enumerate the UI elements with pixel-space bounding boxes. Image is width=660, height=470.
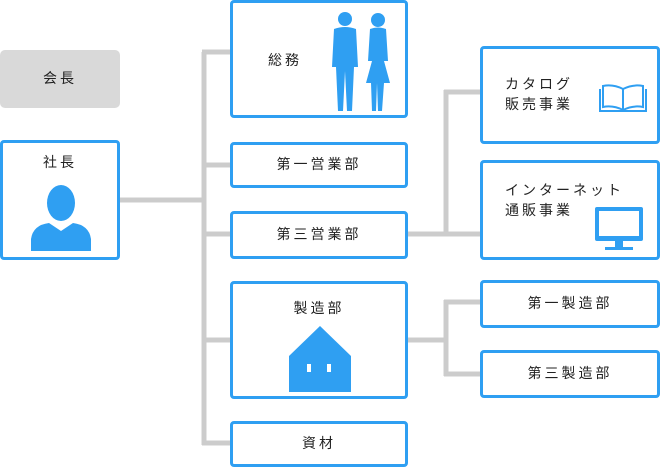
sales-dept-1-label: 第一営業部 [276,157,362,173]
factory-dept-1-label: 第一製造部 [527,296,613,312]
catalog-business-node: カタログ 販売事業 [480,46,660,144]
materials-node: 資材 [230,421,408,467]
manufacturing-label: 製造部 [293,301,345,317]
monitor-icon [595,207,643,250]
factory-house-icon [289,326,351,392]
factory-dept-1-node: 第一製造部 [480,280,660,328]
internet-business-node: インターネット 通販事業 [480,160,660,260]
sales-dept-1-node: 第一営業部 [230,142,408,188]
sales-dept-3-node: 第三営業部 [230,211,408,259]
chairman-node: 会長 [0,50,120,108]
manufacturing-node: 製造部 [230,281,408,399]
factory-dept-3-label: 第三製造部 [527,366,613,382]
internet-business-label: インターネット 通販事業 [505,183,624,219]
person-silhouette-icon [31,185,91,251]
general-affairs-node: 総務 [230,0,408,118]
president-label: 社長 [43,155,77,171]
president-node: 社長 [0,140,120,260]
factory-dept-3-node: 第三製造部 [480,350,660,398]
materials-label: 資材 [302,436,336,452]
business-people-icon [332,12,390,111]
catalog-business-label: カタログ 販売事業 [505,77,573,113]
chairman-label: 会長 [43,71,77,87]
general-affairs-label: 総務 [268,53,302,69]
open-book-icon [599,84,647,112]
sales-dept-3-label: 第三営業部 [276,227,362,243]
